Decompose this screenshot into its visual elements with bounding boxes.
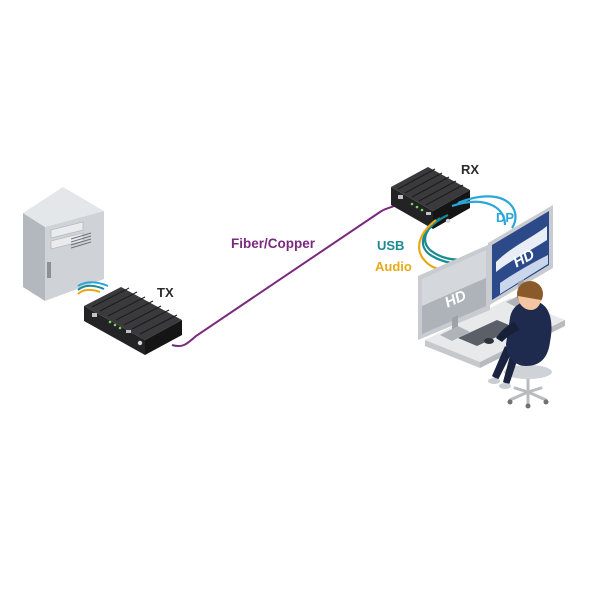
fiber-copper-cable [171, 205, 395, 348]
tx-unit[interactable] [84, 287, 182, 355]
dp-label: DP [496, 210, 514, 225]
monitor-left [418, 244, 490, 341]
tx-label: TX [157, 285, 174, 300]
server-tower-icon [23, 187, 104, 301]
rx-label: RX [461, 162, 479, 177]
audio-label: Audio [375, 259, 412, 274]
usb-label: USB [377, 238, 404, 253]
monitor-right [488, 205, 553, 308]
rx-unit[interactable] [391, 167, 470, 229]
person-at-desk-icon [488, 281, 552, 409]
tx-input-cables [77, 281, 109, 295]
fiber-copper-label: Fiber/Copper [231, 236, 316, 251]
